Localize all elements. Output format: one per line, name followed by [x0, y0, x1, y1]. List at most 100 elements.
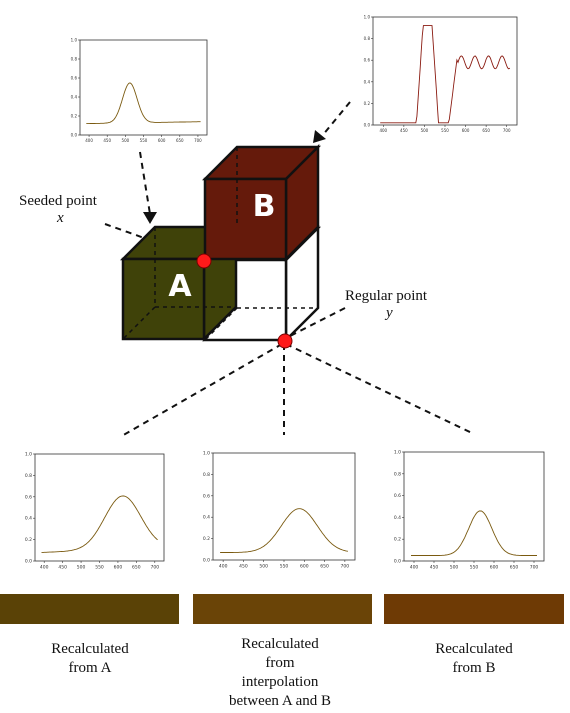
caption-recalculated-b: Recalculated from B — [435, 641, 513, 676]
y-tick-label: 0.8 — [25, 473, 32, 479]
x-tick-label: 400 — [40, 565, 49, 571]
y-tick-label: 0.6 — [394, 493, 401, 499]
y-tick-label: 0.2 — [203, 536, 210, 542]
x-tick-label: 400 — [379, 128, 387, 133]
connector-spectrum-a — [139, 151, 151, 215]
x-tick-label: 650 — [176, 138, 184, 143]
spectrum-curve — [411, 510, 537, 556]
y-tick-label: 0.6 — [364, 58, 371, 63]
plot-frame — [212, 452, 356, 561]
x-tick-label: 700 — [194, 138, 202, 143]
y-tick-label: 0.0 — [25, 559, 32, 565]
x-tick-label: 500 — [77, 565, 86, 571]
connector-spectrum-b — [321, 101, 351, 137]
x-tick-label: 500 — [450, 565, 459, 571]
y-tick-label: 0.2 — [25, 537, 32, 543]
y-tick-label: 1.0 — [71, 38, 78, 43]
connector-lines — [104, 101, 475, 438]
plot-frame — [403, 451, 545, 562]
cube-b — [201, 143, 322, 263]
x-tick-label: 550 — [470, 565, 479, 571]
connector-seeded-point — [104, 223, 201, 259]
y-tick-label: 0.4 — [394, 515, 401, 521]
hidden-edges — [122, 147, 318, 341]
cube-b-label: B — [253, 189, 276, 224]
y-tick-label: 0.2 — [394, 537, 401, 543]
y-tick-label: 0.0 — [71, 133, 78, 138]
cube-a-label: A — [168, 269, 192, 304]
y-tick-label: 0.6 — [203, 493, 210, 499]
caption-recalculated-a: Recalculated from A — [51, 641, 129, 676]
x-tick-label: 450 — [239, 564, 248, 570]
x-tick-label: 550 — [140, 138, 148, 143]
x-tick-label: 450 — [58, 565, 67, 571]
y-tick-label: 1.0 — [364, 15, 371, 20]
x-tick-label: 600 — [300, 564, 309, 570]
color-swatch-b — [384, 594, 564, 624]
y-tick-label: 0.2 — [71, 114, 78, 119]
y-tick-label: 0.4 — [364, 79, 371, 84]
seeded-point-label: Seeded point — [19, 193, 97, 209]
y-tick-label: 0.0 — [394, 559, 401, 565]
x-tick-label: 500 — [259, 564, 268, 570]
plot-frame — [372, 16, 518, 126]
plot-spectrum-a: 1.0 0.8 0.6 0.4 0.2 0.0 400 450 500 550 600 650 700 — [71, 38, 208, 143]
x-tick-label: 400 — [85, 138, 93, 143]
regular-point-variable: y — [386, 305, 393, 321]
x-tick-label: 600 — [490, 565, 499, 571]
x-tick-label: 500 — [421, 128, 429, 133]
spectrum-curve — [41, 495, 158, 553]
spectrum-curve — [86, 82, 201, 125]
y-tick-label: 1.0 — [203, 451, 210, 457]
cube-group: A B — [119, 143, 322, 349]
x-tick-label: 450 — [400, 128, 408, 133]
x-tick-label: 650 — [510, 565, 519, 571]
y-tick-label: 0.6 — [71, 76, 78, 81]
x-tick-label: 550 — [280, 564, 289, 570]
plot-recalculated-from-b: 1.0 0.8 0.6 0.4 0.2 0.0 400 450 500 550 600 650 700 — [394, 450, 545, 571]
regular-point-marker — [277, 333, 293, 349]
x-tick-label: 650 — [320, 564, 329, 570]
y-tick-label: 0.0 — [364, 123, 371, 128]
x-tick-label: 700 — [150, 565, 159, 571]
x-tick-label: 600 — [114, 565, 123, 571]
color-swatch-interpolated — [193, 594, 372, 624]
spectrum-curve — [220, 508, 348, 553]
y-tick-label: 0.4 — [71, 95, 78, 100]
y-tick-label: 0.4 — [25, 516, 32, 522]
seeded-point-marker — [196, 253, 212, 269]
x-tick-label: 450 — [430, 565, 439, 571]
spectrum-curve — [380, 25, 511, 124]
y-tick-label: 0.6 — [25, 494, 32, 500]
plot-frame — [79, 39, 208, 136]
x-tick-label: 700 — [503, 128, 511, 133]
x-tick-label: 550 — [441, 128, 449, 133]
y-tick-label: 0.8 — [71, 57, 78, 62]
y-tick-label: 0.8 — [394, 471, 401, 477]
x-tick-label: 400 — [219, 564, 228, 570]
x-tick-label: 600 — [158, 138, 166, 143]
y-tick-label: 0.0 — [203, 558, 210, 564]
x-tick-label: 700 — [530, 565, 539, 571]
plot-recalculated-interpolated: 1.0 0.8 0.6 0.4 0.2 0.0 400 450 500 550 600 650 700 — [203, 451, 356, 570]
y-tick-label: 0.2 — [364, 101, 371, 106]
caption-recalculated-interpolated: Recalculated from interpolation between … — [228, 636, 332, 709]
connector-recalc-a — [119, 343, 283, 438]
y-tick-label: 1.0 — [25, 452, 32, 458]
x-tick-label: 650 — [482, 128, 490, 133]
x-tick-label: 500 — [122, 138, 130, 143]
x-tick-label: 450 — [103, 138, 111, 143]
arrowhead-spectrum-b — [313, 130, 326, 143]
y-tick-label: 0.4 — [203, 515, 210, 521]
x-tick-label: 700 — [341, 564, 350, 570]
x-tick-label: 400 — [410, 565, 419, 571]
color-swatch-a — [0, 594, 179, 624]
y-tick-label: 0.8 — [203, 472, 210, 478]
y-tick-label: 0.8 — [364, 36, 371, 41]
x-tick-label: 600 — [462, 128, 470, 133]
y-tick-label: 1.0 — [394, 450, 401, 456]
regular-point-label: Regular point — [345, 288, 428, 304]
arrowhead-spectrum-a — [143, 212, 157, 224]
